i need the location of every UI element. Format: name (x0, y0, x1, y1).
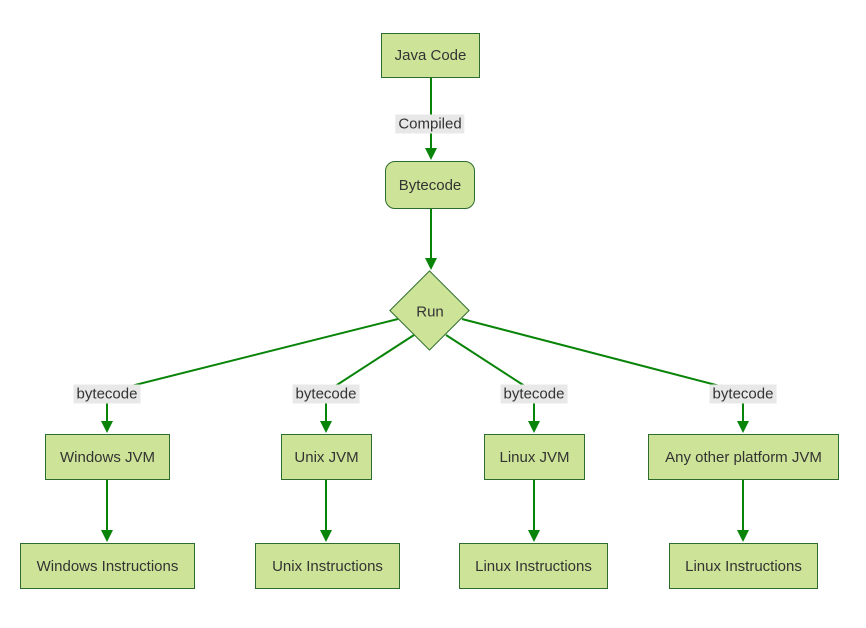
node-bytecode: Bytecode (385, 161, 475, 209)
edge-label-bytecode-3: bytecode (500, 384, 568, 404)
edge-label-compiled: Compiled (395, 114, 465, 134)
node-unix-instructions: Unix Instructions (255, 543, 400, 589)
edge-run-otherjvm-diagonal (461, 318, 744, 393)
node-java-code: Java Code (381, 33, 480, 78)
node-linux-jvm: Linux JVM (484, 434, 585, 480)
node-windows-instructions: Windows Instructions (20, 543, 195, 589)
node-other-platform-jvm: Any other platform JVM (648, 434, 839, 480)
node-linux-instructions-1: Linux Instructions (459, 543, 608, 589)
edge-run-unixjvm-diagonal (325, 334, 415, 393)
node-unix-jvm: Unix JVM (281, 434, 372, 480)
edge-run-windowsjvm-diagonal (106, 318, 399, 393)
edge-run-linuxjvm-diagonal (445, 334, 535, 393)
edge-label-bytecode-4: bytecode (709, 384, 777, 404)
edge-label-bytecode-2: bytecode (292, 384, 360, 404)
node-run: Run (416, 303, 444, 321)
node-windows-jvm: Windows JVM (45, 434, 170, 480)
edge-label-bytecode-1: bytecode (73, 384, 141, 404)
node-linux-instructions-2: Linux Instructions (669, 543, 818, 589)
